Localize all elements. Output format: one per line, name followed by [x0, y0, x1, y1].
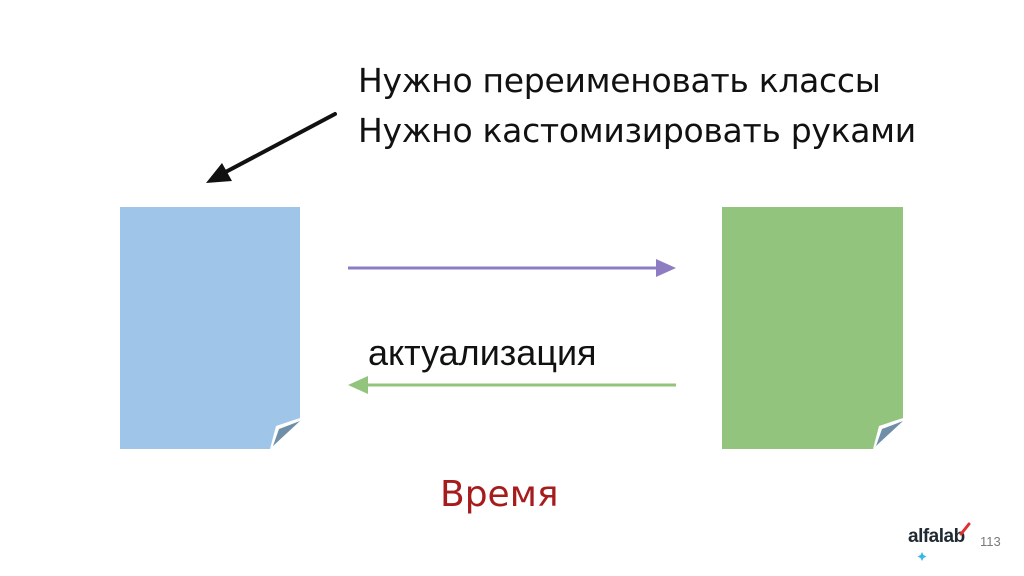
alfalab-logo: alfalab	[908, 522, 984, 562]
slide-number: 113	[980, 534, 1001, 549]
annotation-line-2: Нужно кастомизировать руками	[358, 111, 916, 150]
arrow-label: актуализация	[368, 332, 597, 373]
forward-arrow	[348, 259, 676, 277]
annotation-text: Нужно переименовать классы Нужно кастоми…	[358, 56, 916, 156]
pointer-arrow	[206, 112, 337, 183]
back-arrow	[348, 376, 676, 394]
annotation-line-1: Нужно переименовать классы	[358, 61, 881, 100]
right-document	[722, 207, 903, 449]
logo-mark	[917, 522, 971, 561]
sparkle-icon	[917, 552, 927, 561]
left-document	[120, 207, 300, 449]
logo-text: alfalab	[908, 526, 965, 547]
time-label: Время	[440, 474, 559, 515]
